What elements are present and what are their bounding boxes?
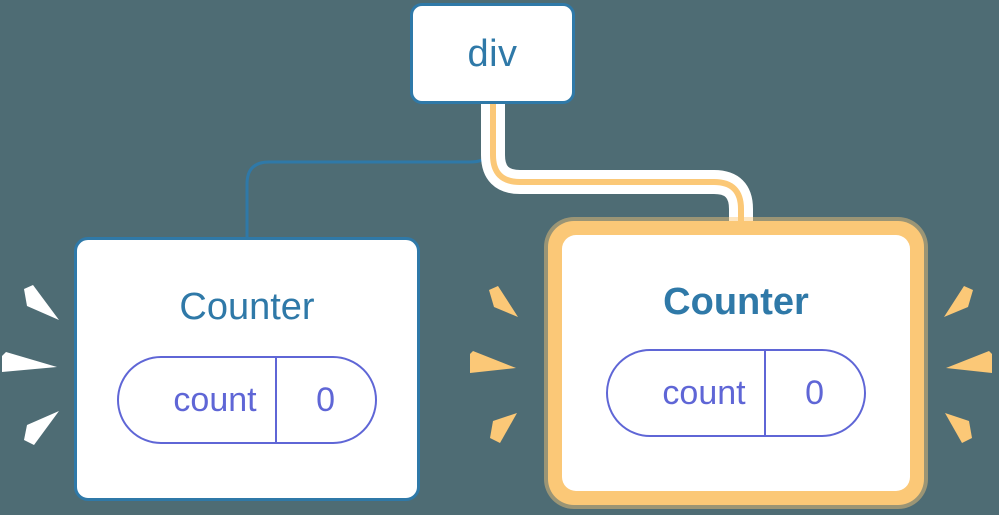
- sparkle-ray: [489, 286, 518, 317]
- sparkle-burst-mid-orange: [470, 275, 530, 445]
- sparkle-ray: [946, 351, 992, 373]
- sparkle-ray: [24, 411, 59, 445]
- state-value-right: 0: [763, 351, 864, 435]
- sparkle-burst-right-orange: [932, 275, 992, 445]
- edge-div-to-right-counter: [490, 104, 744, 233]
- state-pill-right: count 0: [606, 349, 866, 437]
- sparkle-ray: [24, 285, 59, 320]
- node-counter-left-label: Counter: [179, 286, 315, 328]
- sparkle-ray: [944, 286, 973, 317]
- node-div-label: div: [467, 32, 518, 75]
- sparkle-ray: [490, 413, 517, 443]
- node-counter-left[interactable]: Counter count 0: [74, 237, 420, 501]
- edge-div-to-left-counter: [245, 102, 495, 241]
- node-counter-right-label: Counter: [663, 281, 809, 323]
- state-key-left: count: [173, 381, 257, 419]
- edge-halo-div-to-right-counter: [481, 104, 753, 233]
- state-value-left: 0: [274, 358, 375, 442]
- sparkle-ray: [945, 413, 972, 443]
- state-pill-left: count 0: [117, 356, 377, 444]
- node-div[interactable]: div: [410, 3, 575, 104]
- node-counter-right[interactable]: Counter count 0: [548, 221, 924, 505]
- sparkle-ray: [470, 351, 516, 373]
- node-counter-right-card: Counter count 0: [562, 235, 910, 491]
- sparkle-burst-left-white: [2, 280, 62, 450]
- state-key-right: count: [662, 374, 746, 412]
- sparkle-ray: [2, 352, 57, 372]
